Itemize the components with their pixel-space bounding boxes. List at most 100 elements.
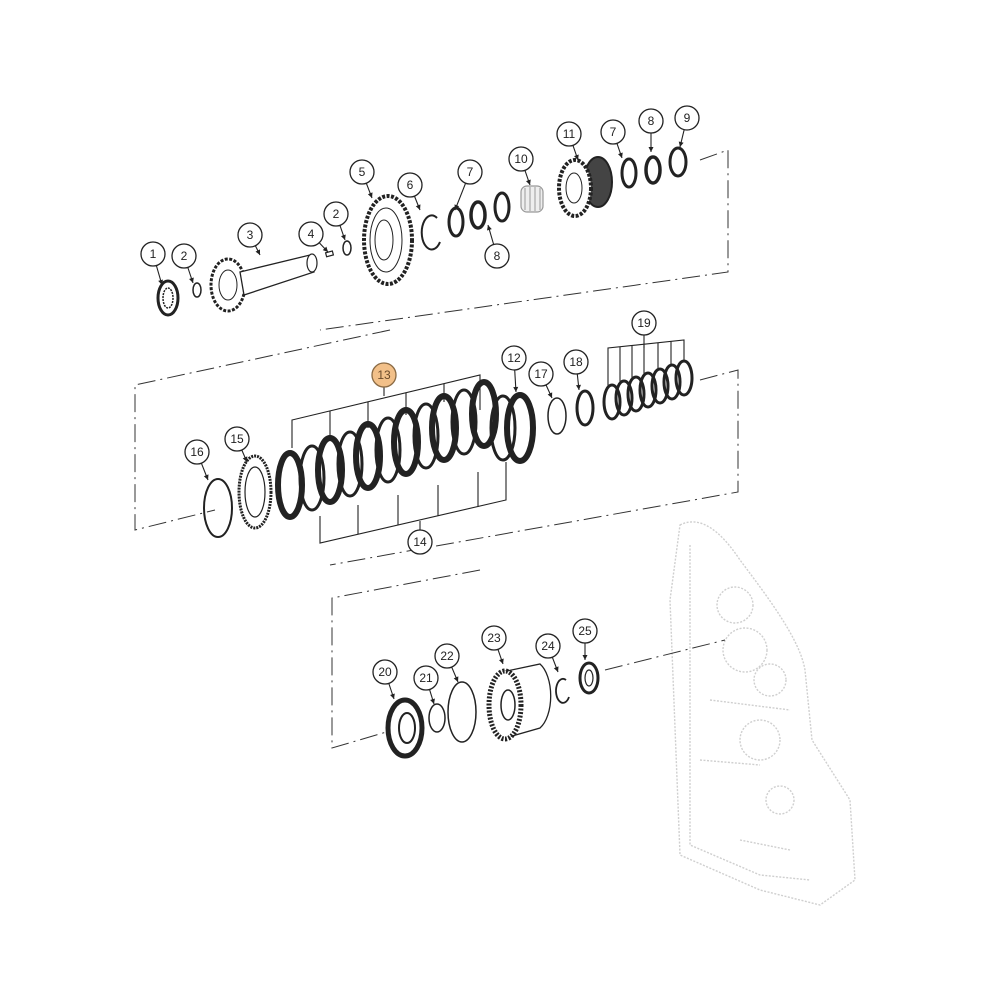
callout-label: 21 [419,671,433,685]
callout-2: 2 [171,243,197,284]
callout-label: 3 [247,228,254,242]
arrowhead-icon [430,698,435,704]
callout-label: 7 [467,165,474,179]
part-21-o-ring [428,703,446,733]
callout-1: 1 [140,241,166,286]
part-7-washer [447,206,465,238]
callout-9: 9 [674,105,700,148]
callout-17: 17 [528,361,554,399]
callout-label: 23 [487,631,501,645]
part-12-clutch-disc [504,392,536,464]
part-19-springs [602,359,694,421]
leader-bracket-13 [291,374,481,448]
arrowhead-icon [547,392,553,398]
callout-10: 10 [508,146,534,186]
callout-label: 12 [507,351,521,365]
part-25-bearing [578,661,600,695]
arrowhead-icon [322,246,328,252]
callout-7: 7 [454,159,483,211]
callout-19: 19 [631,310,657,336]
arrowhead-icon [648,147,654,152]
callout-7: 7 [600,119,626,159]
callout-label: 16 [190,445,204,459]
part-7-washer-b [493,191,511,223]
callout-22: 22 [434,643,460,683]
callout-23: 23 [481,625,507,665]
callout-label: 18 [569,355,583,369]
callout-13[interactable]: 13 [371,362,397,388]
transmission-housing-ghost [669,521,856,906]
arrowhead-icon [454,204,460,210]
callout-label: 4 [308,227,315,241]
callout-label: 2 [333,207,340,221]
arrowhead-icon [499,658,504,664]
part-16-snap-ring [203,478,233,538]
part-9-seal [668,146,688,178]
part-6-snap-ring [420,214,441,251]
callout-4: 4 [298,221,329,253]
part-3-shaft-gear [209,253,318,313]
arrowhead-icon [390,693,395,699]
leader-bracket-14 [319,462,507,544]
clutch-pack [275,379,536,520]
part-22-o-ring-large [447,681,477,743]
callout-25: 25 [572,618,598,660]
part-11-cluster-gear [557,156,613,218]
callout-label: 14 [413,535,427,549]
callout-label: 22 [440,649,454,663]
arrowhead-icon [513,386,519,392]
part-17-o-ring [547,397,567,435]
assembly-frame-middle [134,329,739,566]
part-15-pressure-plate [237,454,273,530]
callout-6: 6 [397,172,423,211]
callout-label: 9 [684,111,691,125]
arrowhead-icon [526,179,531,185]
arrowhead-icon [415,204,421,210]
part-10-needle-bearing [520,185,544,213]
callout-8: 8 [638,108,664,152]
part-4-pin [324,250,335,258]
callout-label: 19 [637,316,651,330]
callout-label: 8 [494,249,501,263]
part-8-bearing-race-b [644,155,662,185]
callout-8: 8 [484,224,510,269]
callout-3: 3 [237,222,263,256]
arrowhead-icon [367,192,373,198]
part-5-large-gear [362,194,414,286]
arrowhead-icon [453,676,459,682]
callout-label: 5 [359,165,366,179]
callout-14: 14 [407,529,433,555]
part-24-snap-ring [555,677,570,704]
callout-label: 25 [578,624,592,638]
callout-label: 15 [230,432,244,446]
arrowhead-icon [618,152,623,158]
callout-21: 21 [413,665,439,705]
callout-24: 24 [535,633,561,673]
leader-bracket-19 [607,335,685,388]
part-7-washer-c [620,157,638,189]
arrowhead-icon [242,456,248,462]
callout-18: 18 [563,349,589,391]
callout-label: 24 [541,639,555,653]
callout-12: 12 [501,345,527,393]
part-18-ring [575,389,595,427]
callout-label: 6 [407,178,414,192]
assembly-frame-top [319,149,729,331]
arrowhead-icon [341,234,346,240]
callout-label: 8 [648,114,655,128]
arrowhead-icon [158,279,164,285]
arrowhead-icon [189,277,194,283]
arrowhead-icon [574,154,579,160]
part-8-bearing-race [469,200,487,230]
callout-5: 5 [349,159,375,199]
part-2-ring-b [342,240,352,256]
callout-label: 13 [377,368,391,382]
callout-20: 20 [372,659,398,700]
part-2-ring [192,282,202,298]
callout-label: 20 [378,665,392,679]
callout-15: 15 [224,426,250,463]
arrowhead-icon [255,249,260,255]
callout-11: 11 [556,121,582,161]
